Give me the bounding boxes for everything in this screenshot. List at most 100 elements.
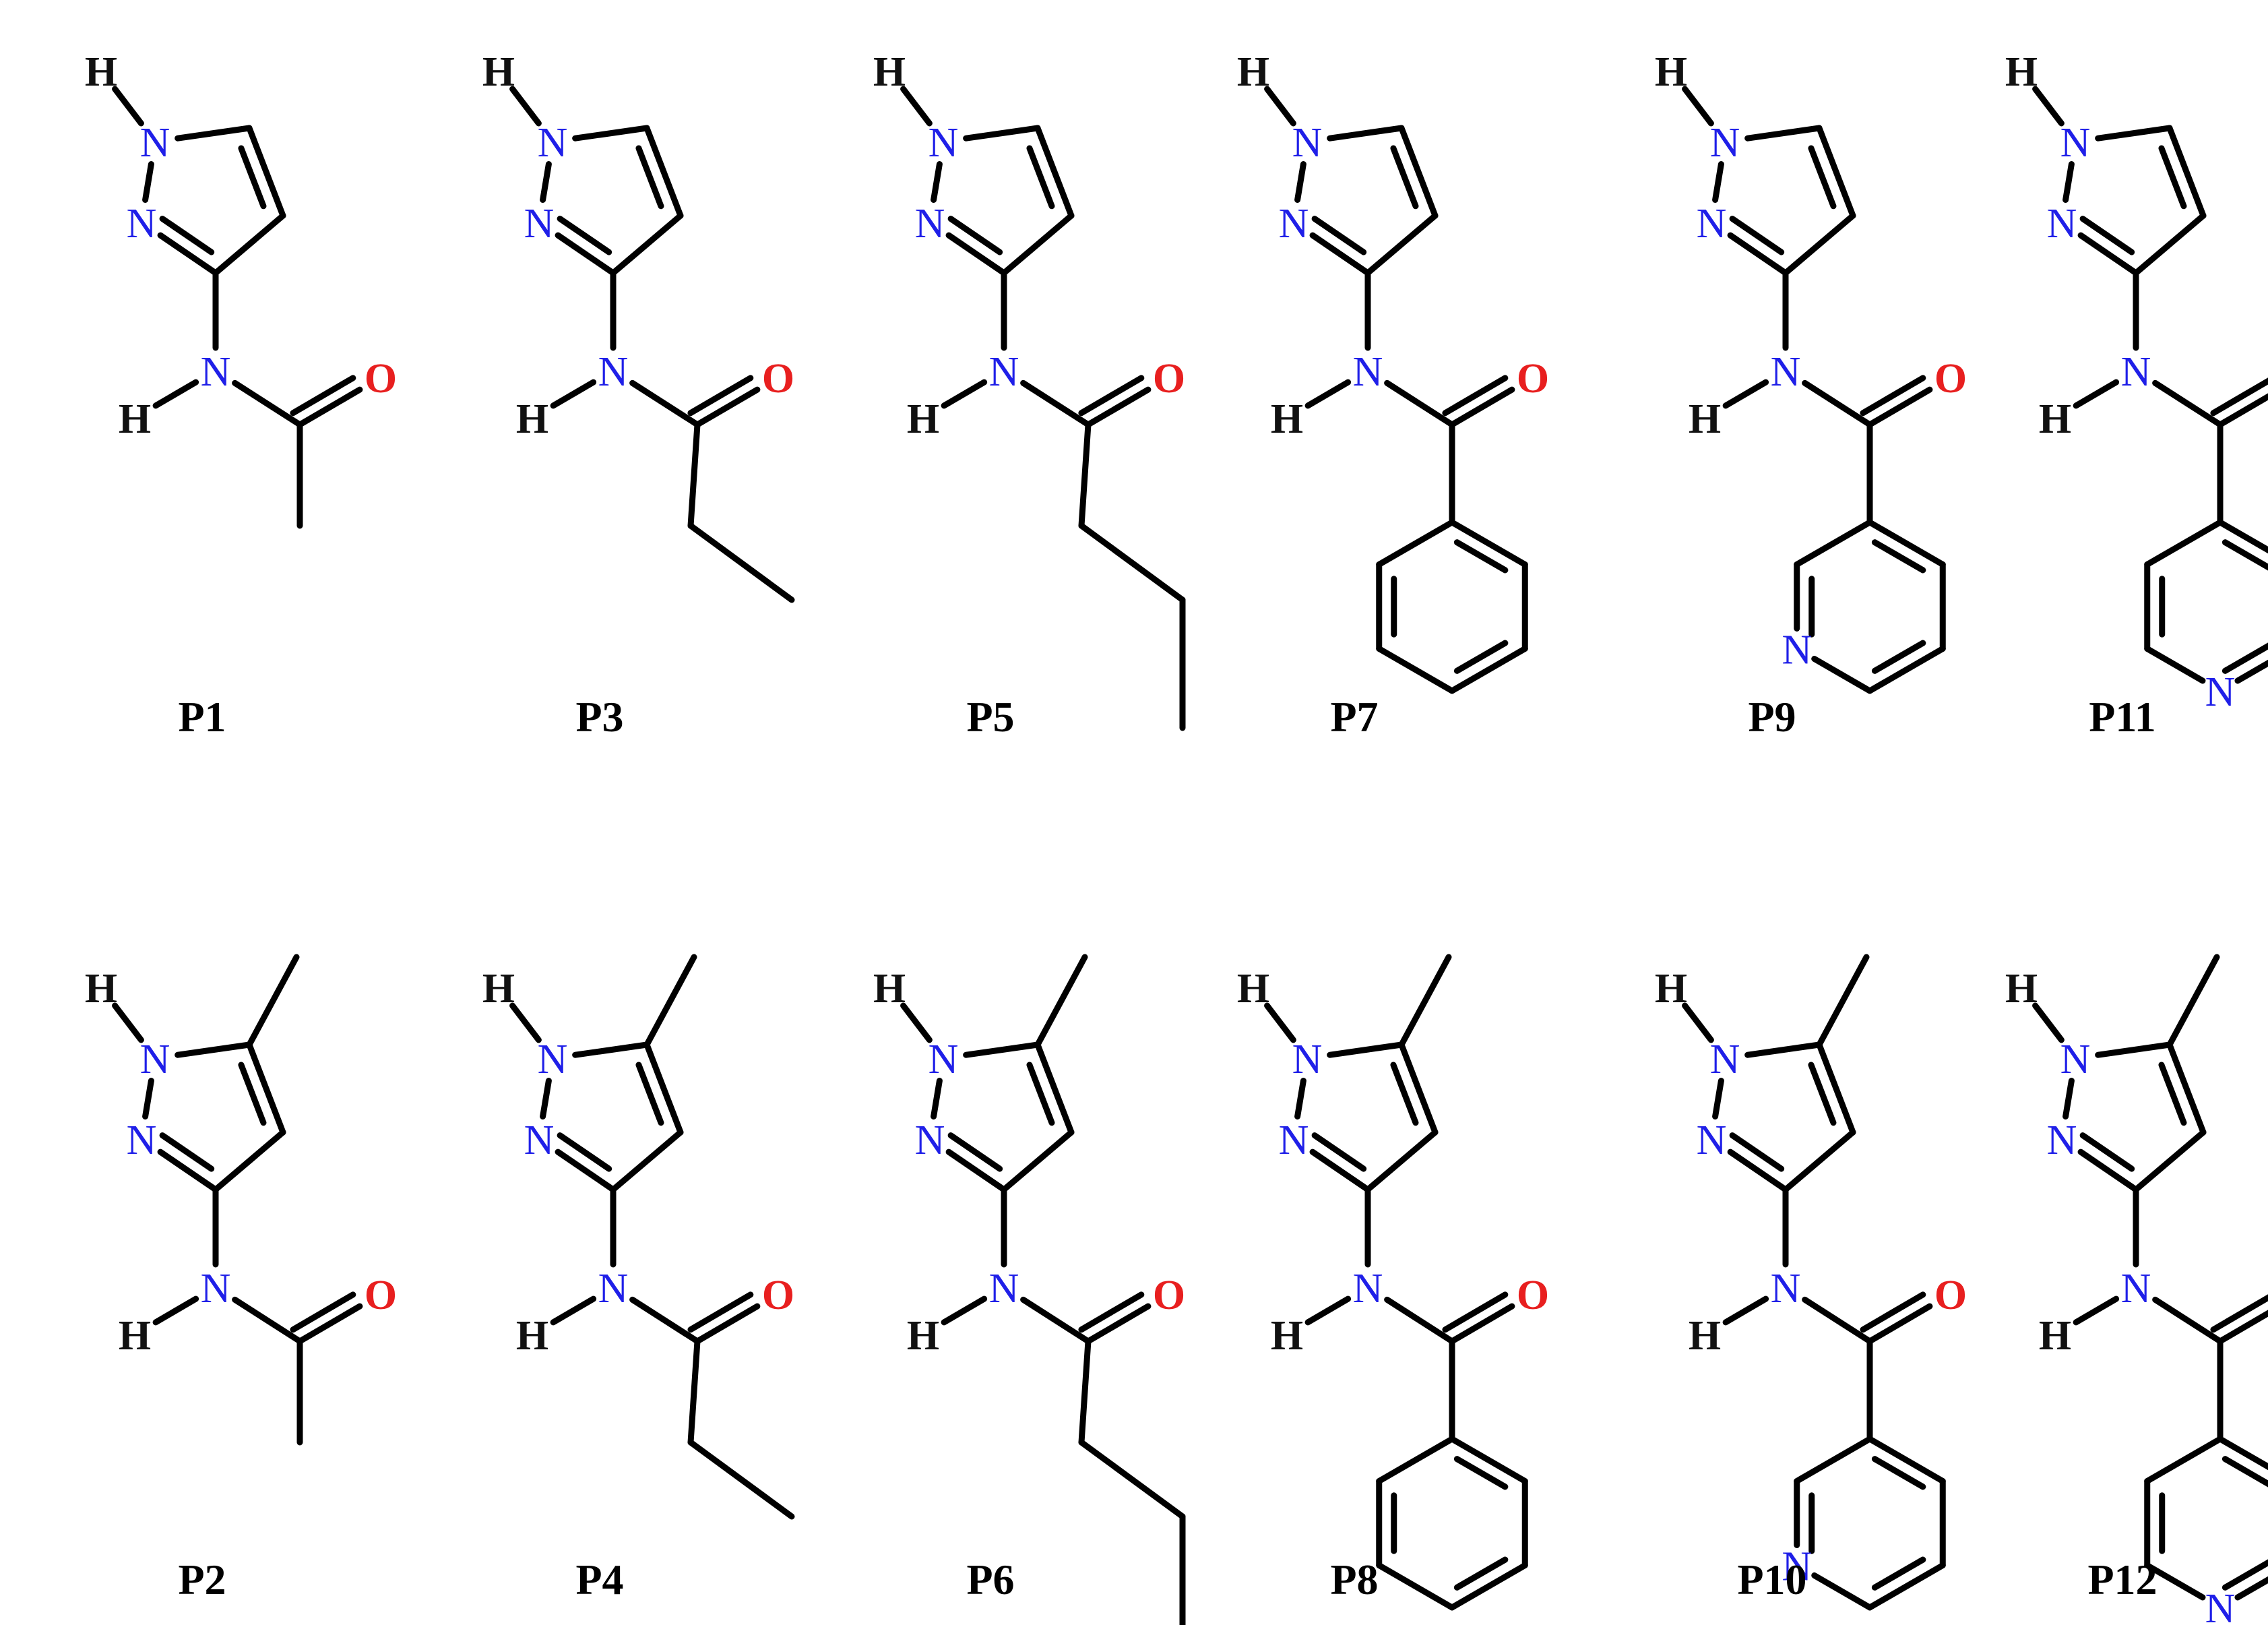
ring-double-bond — [557, 216, 612, 255]
n-c-bond — [1020, 1296, 1092, 1345]
ring-nitrogen-2: N — [915, 201, 945, 247]
amide-hydrogen: H — [2039, 396, 2071, 442]
ring-double-bond — [1808, 145, 1837, 210]
carbonyl-oxygen: O — [1934, 356, 1967, 402]
carbonyl-bond — [1449, 386, 1515, 428]
amide-nitrogen: N — [1771, 1266, 1801, 1312]
ring-double-bond — [2222, 1559, 2268, 1591]
ring-bond — [2133, 212, 2207, 276]
ring-bond — [572, 1041, 650, 1058]
hydrogen: H — [2005, 966, 2038, 1012]
ring-double-bond — [1808, 1062, 1837, 1126]
hydrogen: H — [1655, 966, 1687, 1012]
alkyl-bond — [1078, 522, 1186, 603]
carbonyl-oxygen: O — [1517, 1273, 1549, 1318]
alkyl-bond — [1078, 1338, 1092, 1446]
ring-bond — [945, 232, 1007, 276]
carbonyl-bond — [296, 386, 363, 428]
ring-double-bond — [1871, 539, 1926, 574]
n-h-bond — [112, 86, 144, 127]
n-h-bond — [2073, 379, 2120, 409]
n-c-bond — [1020, 379, 1092, 428]
ring-double-bond — [1311, 216, 1367, 255]
ring-double-bond — [947, 216, 1003, 255]
ring-nitrogen-2: N — [524, 1117, 555, 1163]
ring-bond — [610, 1129, 684, 1193]
n-h-bond — [509, 86, 542, 127]
n-h-bond — [550, 1295, 597, 1326]
alkyl-bond — [687, 1338, 701, 1446]
ring-bond — [2144, 1436, 2224, 1484]
ring-bond — [1294, 1078, 1306, 1120]
ring-bond — [931, 161, 943, 203]
n-h-bond — [152, 1295, 199, 1326]
ring-bond — [1866, 646, 1946, 694]
ring-double-bond — [238, 1062, 267, 1126]
amide-nitrogen: N — [1353, 349, 1383, 395]
carbonyl-oxygen: O — [365, 356, 397, 402]
ring-nitrogen-2: N — [1279, 1117, 1309, 1163]
ring-bond — [963, 125, 1041, 142]
ring-nitrogen-1: N — [928, 1037, 959, 1082]
ring-bond — [1712, 1078, 1724, 1120]
ring-double-bond — [1453, 1456, 1509, 1490]
ring-bond — [643, 1041, 684, 1136]
ring-double-bond — [159, 1132, 215, 1172]
ring-bond — [1309, 1148, 1371, 1193]
ring-bond — [2217, 1436, 2268, 1471]
ring-double-bond — [1871, 1456, 1926, 1490]
hydrogen: H — [85, 49, 117, 95]
n-h-bond — [900, 1002, 933, 1043]
ring-bond — [1816, 1041, 1856, 1136]
ring-bond — [157, 232, 219, 276]
carbonyl-double-bond — [1860, 1291, 1926, 1333]
ring-double-bond — [1026, 145, 1055, 210]
ring-nitrogen-1: N — [538, 120, 568, 166]
carbonyl-oxygen: O — [365, 1273, 397, 1318]
ring-double-bond — [635, 145, 664, 210]
carbonyl-bond — [694, 1303, 761, 1345]
ring-nitrogen-2: N — [1697, 201, 1727, 247]
ring-double-bond — [159, 216, 215, 255]
ring-bond — [2133, 1129, 2207, 1193]
ring-bond — [1782, 212, 1856, 276]
ring-double-bond — [2158, 145, 2187, 210]
ring-bond — [2144, 646, 2206, 684]
ring-double-bond — [2222, 642, 2268, 674]
ring-nitrogen-1: N — [538, 1037, 568, 1082]
n-h-bond — [1722, 379, 1769, 409]
n-h-bond — [1304, 1295, 1352, 1326]
methyl-bond — [1034, 954, 1088, 1048]
ring-bond — [1376, 1562, 1455, 1611]
compound-label: P6 — [966, 1556, 1014, 1603]
ring-bond — [1744, 125, 1823, 142]
ring-bond — [1449, 1436, 1528, 1484]
ring-bond — [2077, 1148, 2139, 1193]
carbonyl-double-bond — [687, 375, 754, 417]
carbonyl-bond — [2217, 1310, 2268, 1345]
n-c-bond — [2152, 1296, 2224, 1345]
ring-double-bond — [2079, 1132, 2135, 1172]
hydrogen: H — [85, 966, 117, 1012]
ring-bond — [2077, 232, 2139, 276]
ring-bond — [212, 212, 286, 276]
compound-label: P11 — [2089, 693, 2156, 741]
n-c-bond — [2152, 379, 2224, 428]
amide-nitrogen: N — [2121, 349, 2151, 395]
ring-bond — [157, 1148, 219, 1193]
ring-bond — [2095, 125, 2173, 142]
amide-hydrogen: H — [1689, 396, 1721, 442]
methyl-bond — [2166, 954, 2220, 1048]
ring-bond — [1782, 1129, 1856, 1193]
ring-bond — [1449, 646, 1528, 694]
n-c-bond — [232, 1296, 303, 1345]
amide-hydrogen: H — [119, 396, 151, 442]
ring-nitrogen-2: N — [915, 1117, 945, 1163]
carbonyl-double-bond — [687, 1291, 754, 1333]
ring-bond — [175, 1041, 253, 1058]
ring-double-bond — [1871, 1556, 1926, 1591]
ring-bond — [643, 125, 684, 219]
carbonyl-double-bond — [2210, 1294, 2268, 1333]
